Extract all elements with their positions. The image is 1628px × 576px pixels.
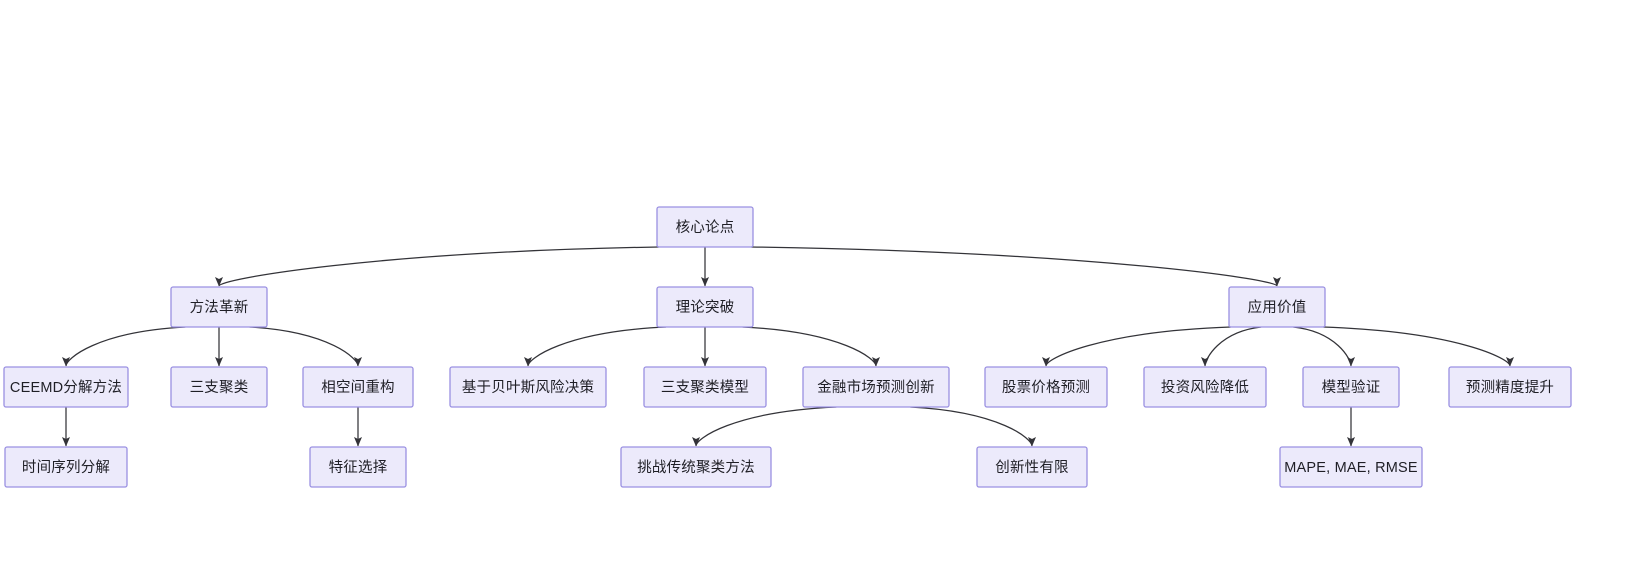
node-box[interactable] [1302, 366, 1400, 408]
node-label: 三支聚类 [190, 379, 249, 396]
edges-layer [62, 246, 1514, 447]
node-box[interactable] [984, 366, 1108, 408]
node-box[interactable] [1228, 286, 1326, 328]
node-label: 金融市场预测创新 [817, 379, 935, 396]
edge-l2f-to-l3c [692, 406, 837, 447]
node-l3e[interactable]: MAPE, MAE, RMSE [1279, 446, 1423, 488]
edge-l1b-to-l2f [742, 326, 880, 367]
node-label: 方法革新 [190, 299, 249, 316]
node-label: 三支聚类模型 [661, 379, 749, 396]
node-box[interactable] [643, 366, 767, 408]
node-box[interactable] [1448, 366, 1572, 408]
node-box[interactable] [4, 446, 128, 488]
node-l1b[interactable]: 理论突破 [656, 286, 754, 328]
node-l2f[interactable]: 金融市场预测创新 [802, 366, 950, 408]
edge-l1b-to-l2d [524, 326, 667, 367]
node-label: CEEMD分解方法 [10, 379, 122, 396]
node-box[interactable] [309, 446, 407, 488]
node-box[interactable] [802, 366, 950, 408]
node-box[interactable] [449, 366, 607, 408]
edge-l1c-to-l2h [1201, 326, 1262, 367]
node-l2h[interactable]: 投资风险降低 [1143, 366, 1267, 408]
node-l2i[interactable]: 模型验证 [1302, 366, 1400, 408]
edge-l1c-to-l2i [1293, 326, 1355, 367]
node-label: 特征选择 [329, 459, 388, 476]
node-label: 股票价格预测 [1002, 379, 1090, 396]
edge-l2f-to-l3d [910, 406, 1036, 447]
node-label: 模型验证 [1322, 379, 1381, 396]
node-box[interactable] [656, 206, 754, 248]
edge-l1a-to-l2c [249, 326, 362, 367]
node-box[interactable] [170, 286, 268, 328]
node-l3d[interactable]: 创新性有限 [976, 446, 1088, 488]
node-label: 基于贝叶斯风险决策 [462, 379, 595, 396]
node-box[interactable] [976, 446, 1088, 488]
node-label: 创新性有限 [995, 459, 1069, 476]
node-l1c[interactable]: 应用价值 [1228, 286, 1326, 328]
node-label: 相空间重构 [321, 379, 395, 396]
node-label: 时间序列分解 [22, 459, 110, 476]
node-box[interactable] [1143, 366, 1267, 408]
edge-l1c-to-l2g [1042, 326, 1232, 367]
node-label: 挑战传统聚类方法 [637, 459, 755, 476]
edge-l1c-to-l2j [1322, 326, 1514, 367]
edge-root-to-l1a [215, 246, 660, 287]
node-l2c[interactable]: 相空间重构 [302, 366, 414, 408]
node-label: MAPE, MAE, RMSE [1284, 460, 1418, 476]
node-box[interactable] [302, 366, 414, 408]
node-l3a[interactable]: 时间序列分解 [4, 446, 128, 488]
node-box[interactable] [1279, 446, 1423, 488]
node-l2b[interactable]: 三支聚类 [170, 366, 268, 408]
node-root[interactable]: 核心论点 [656, 206, 754, 248]
node-l2e[interactable]: 三支聚类模型 [643, 366, 767, 408]
node-l2a[interactable]: CEEMD分解方法 [3, 366, 129, 408]
edge-l1a-to-l2a [62, 326, 186, 367]
node-l1a[interactable]: 方法革新 [170, 286, 268, 328]
node-l3c[interactable]: 挑战传统聚类方法 [620, 446, 772, 488]
node-label: 核心论点 [676, 219, 735, 236]
node-box[interactable] [620, 446, 772, 488]
node-box[interactable] [656, 286, 754, 328]
edge-root-to-l1c [750, 246, 1281, 287]
node-l2j[interactable]: 预测精度提升 [1448, 366, 1572, 408]
node-label: 理论突破 [676, 299, 735, 316]
node-label: 应用价值 [1248, 298, 1307, 316]
node-box[interactable] [3, 366, 129, 408]
node-label: 预测精度提升 [1466, 379, 1554, 396]
node-l3b[interactable]: 特征选择 [309, 446, 407, 488]
node-label: 投资风险降低 [1161, 379, 1249, 396]
node-box[interactable] [170, 366, 268, 408]
node-l2g[interactable]: 股票价格预测 [984, 366, 1108, 408]
node-l2d[interactable]: 基于贝叶斯风险决策 [449, 366, 607, 408]
